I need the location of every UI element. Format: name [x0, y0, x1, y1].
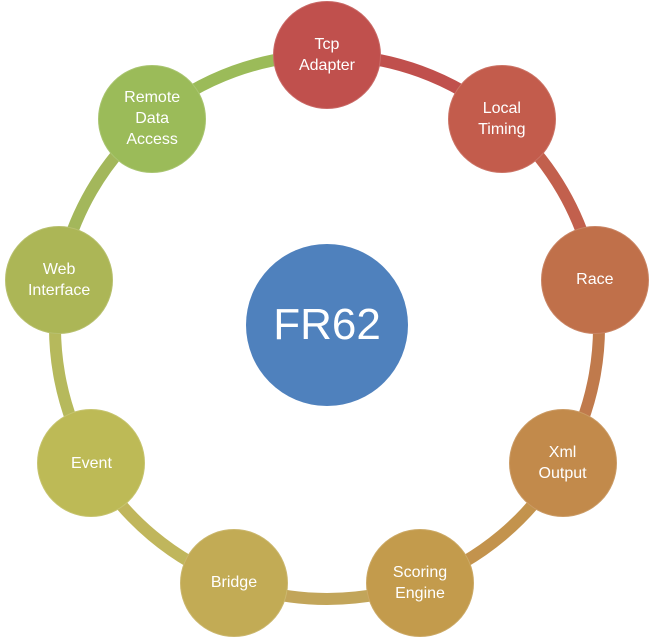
- node-xml-output[interactable]: Xml Output: [508, 409, 617, 517]
- node-tcp-adapter[interactable]: Tcp Adapter: [273, 1, 381, 109]
- node-scoring-engine[interactable]: Scoring Engine: [366, 528, 475, 637]
- node-event[interactable]: Event: [37, 409, 146, 517]
- center-node-fr62[interactable]: FR62: [246, 244, 408, 406]
- node-web-interface[interactable]: Web Interface: [5, 225, 114, 334]
- node-bridge[interactable]: Bridge: [179, 528, 288, 637]
- node-race[interactable]: Race: [540, 225, 649, 334]
- node-remote-data-access[interactable]: Remote Data Access: [98, 64, 207, 173]
- node-local-timing[interactable]: Local Timing: [447, 64, 556, 173]
